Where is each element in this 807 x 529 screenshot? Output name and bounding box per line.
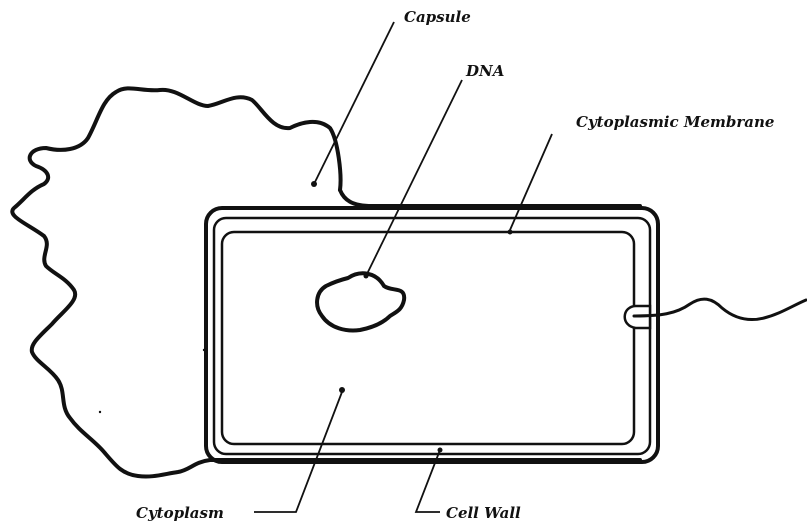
capsule-top-join (340, 190, 640, 206)
dna-leader-line (366, 80, 462, 276)
cell-wall-leader-dot (438, 448, 443, 453)
speck-right-1 (657, 393, 659, 395)
capsule-leader-dot (311, 181, 317, 187)
dna-leader-dot (364, 274, 369, 279)
cytoplasmic-membrane-leader-line (510, 134, 552, 230)
capsule-label: Capsule (404, 8, 471, 26)
speck-left-1 (99, 411, 101, 413)
cytoplasmic-membrane (222, 232, 634, 444)
cytoplasmic-membrane-leader-dot (508, 230, 513, 235)
cytoplasm-leader-line (254, 392, 342, 512)
cell-wall-label: Cell Wall (446, 504, 521, 522)
cytoplasm-leader-dot (339, 387, 345, 393)
cell-wall-inner (214, 218, 650, 454)
cytoplasmic-membrane-label: Cytoplasmic Membrane (576, 113, 774, 131)
capsule-outline (12, 88, 340, 476)
cytoplasm-label: Cytoplasm (136, 504, 224, 522)
dna-label: DNA (465, 62, 504, 80)
dna-nucleoid (317, 273, 404, 330)
cell-wall-outer (206, 208, 658, 462)
capsule-leader-line (314, 22, 394, 184)
speck-left-2 (203, 349, 205, 351)
